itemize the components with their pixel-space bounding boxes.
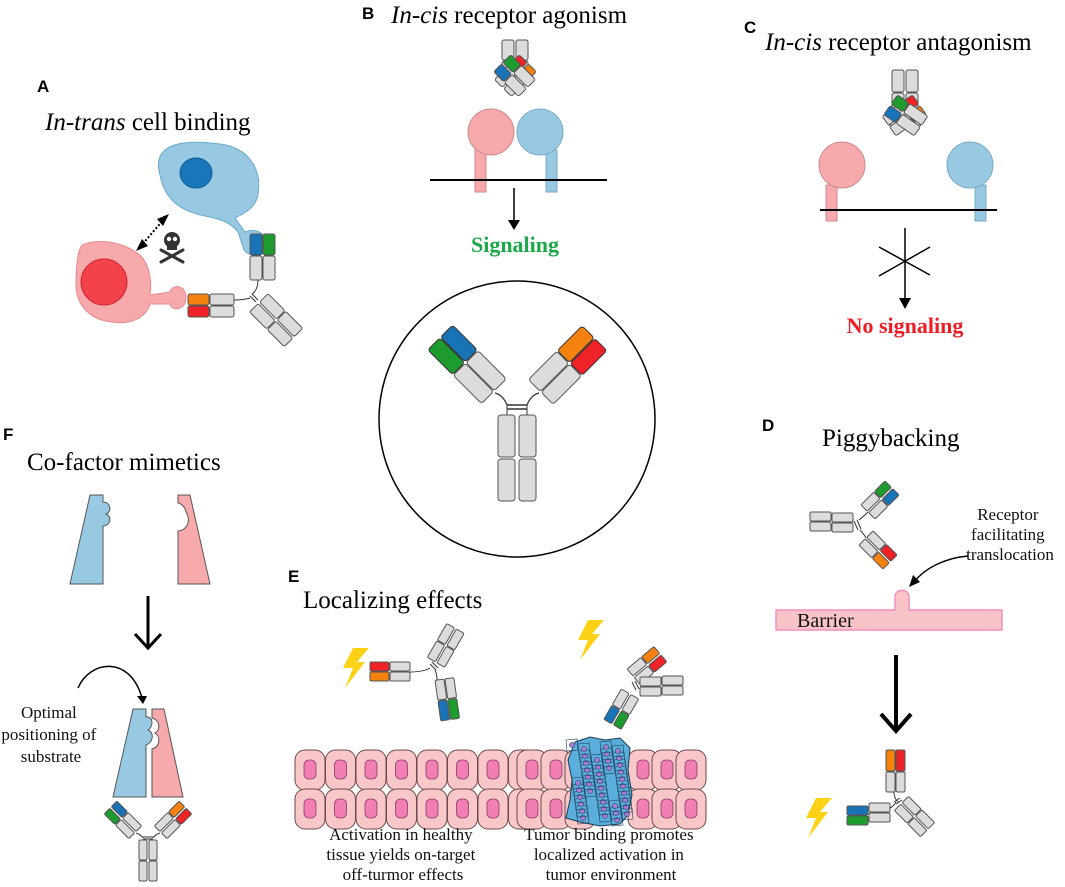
tumor-cell-nucleus [594, 757, 600, 763]
blue-nucleus [179, 157, 213, 189]
tumor-cell-nucleus [615, 748, 621, 754]
tissue-cell [325, 788, 356, 830]
tissue-cell [675, 788, 707, 830]
panel-a-title-rest: cell binding [126, 109, 251, 136]
panel-e: E Localizing effects [288, 567, 707, 884]
panel-b: B In-cis receptor agonism [362, 2, 656, 558]
receptor-blue-c [946, 141, 994, 222]
tissue-cell [355, 749, 387, 791]
lightning-icon-d [806, 798, 832, 838]
receptor-red [467, 108, 515, 193]
panel-b-title-rest: receptor agonism [448, 2, 628, 29]
panel-e-caption-right: Tumor binding promotes localized activat… [524, 825, 698, 884]
panel-c-letter: C [744, 18, 756, 37]
panel-d-title: Piggybacking [822, 425, 960, 452]
antibody-e-right [603, 646, 684, 730]
antibody-c [882, 69, 928, 136]
inset-left-arm [428, 325, 506, 403]
panel-f-annotation: Optimal positioning of substrate [1, 703, 100, 766]
receptor-red-c [818, 141, 866, 222]
tumor-cell-nucleus [581, 746, 587, 752]
double-arrow-dotted [136, 214, 169, 251]
panel-e-title: Localizing effects [303, 587, 482, 614]
antibody-f [104, 801, 192, 882]
cofactor-complex [112, 708, 184, 798]
tumor-cell-nucleus [569, 742, 575, 748]
tumor-cell-outline [608, 799, 622, 813]
panel-c: C In-cis receptor antagonism [744, 18, 1032, 338]
antibody-b [494, 39, 536, 97]
panel-d: D Piggybacking Rece [762, 416, 1054, 838]
tissue-cell [477, 788, 509, 830]
tissue-cell [294, 788, 326, 830]
skull-crossbones-icon [159, 232, 185, 264]
antibody-inset [428, 325, 607, 502]
panel-f-title: Co-factor mimetics [27, 449, 221, 476]
tissue-cell [447, 788, 478, 830]
tissue-cell [386, 788, 417, 830]
tissue-cell [416, 788, 448, 830]
tumor-cell-outline [599, 740, 613, 754]
panel-e-caption-left: Activation in healthy tissue yields on-t… [326, 825, 479, 884]
tumor-cell-nucleus [612, 803, 618, 809]
antibody-inset-circle [378, 280, 656, 558]
panel-f: F Co-factor mimetics Optimal positioning… [1, 425, 221, 882]
panel-d-letter: D [762, 416, 774, 435]
antibody-e-left [369, 623, 465, 722]
lightning-icon [343, 648, 369, 688]
blocked-arrow [878, 228, 931, 309]
tumor-cell-outline [571, 776, 585, 790]
down-arrow-d [879, 655, 913, 735]
healthy-tissue [294, 749, 539, 830]
lightning-icon-tumor [578, 620, 604, 660]
tumor-cell-outline [565, 738, 579, 752]
tissue-cell [477, 749, 509, 791]
panel-c-title: In-cis receptor antagonism [764, 29, 1032, 56]
tumor-cell-nucleus [603, 744, 609, 750]
panel-b-title-italic: In-cis [390, 2, 448, 29]
down-arrow-f [133, 596, 163, 651]
tissue-cell [447, 749, 478, 791]
no-signaling-label: No signaling [847, 313, 964, 338]
blue-cell [157, 141, 267, 256]
inset-right-arm [529, 326, 607, 404]
red-nucleus [80, 258, 128, 306]
tumor-cell-nucleus [575, 780, 581, 786]
panel-b-title: In-cis receptor agonism [390, 2, 628, 29]
tumor-cell-outline [577, 742, 591, 756]
antibody-d [809, 481, 899, 569]
panel-a-title-italic: In-trans [44, 109, 126, 136]
signaling-label: Signaling [471, 232, 559, 257]
tissue-cell [386, 749, 417, 791]
antibody-d-after [846, 749, 935, 837]
tumor-cell-outline [590, 753, 604, 767]
tissue-cell [675, 749, 707, 791]
receptor-blue [516, 108, 564, 193]
cofactor-blue [69, 494, 111, 585]
panel-c-title-italic: In-cis [764, 29, 822, 56]
curved-arrow-d [913, 555, 969, 583]
barrier [775, 589, 1003, 631]
panel-c-title-rest: receptor antagonism [822, 29, 1032, 56]
panel-a-letter: A [37, 77, 49, 96]
tissue-cell [416, 749, 448, 791]
tissue-cell [294, 749, 326, 791]
panel-a-title: In-trans cell binding [44, 109, 251, 136]
tissue-cell [355, 788, 387, 830]
curved-arrow-f [77, 665, 143, 699]
tissue-cell [325, 749, 356, 791]
panel-d-annotation: Receptor facilitating translocation [966, 505, 1054, 564]
panel-a: A In-trans cell binding [37, 77, 303, 347]
panel-b-letter: B [362, 4, 374, 23]
panel-f-letter: F [3, 425, 13, 444]
panel-e-letter: E [288, 567, 299, 586]
tumor-tissue [516, 736, 707, 830]
cofactor-red [177, 494, 211, 585]
antibody-a [187, 233, 303, 347]
red-cell [75, 241, 187, 324]
barrier-label: Barrier [797, 610, 854, 632]
tumor-cell-outline [611, 744, 625, 758]
